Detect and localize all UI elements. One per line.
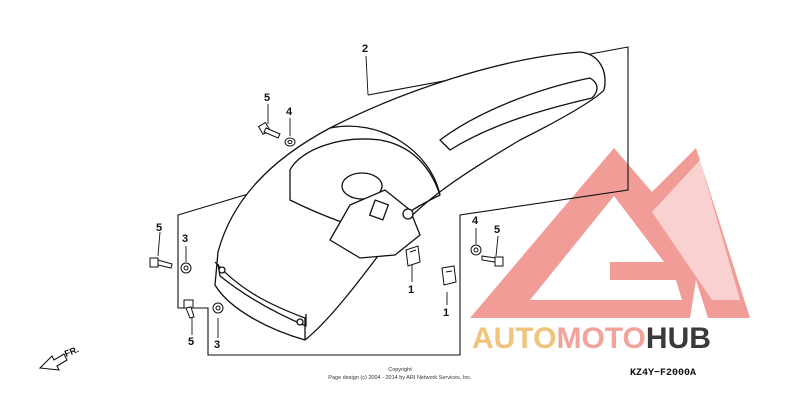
- callout-bolt-left-lower: 5: [188, 336, 194, 348]
- assembly-outline: [177, 46, 629, 356]
- fastener-bolt-left-upper: [149, 257, 173, 269]
- callout-clip-center: 1: [408, 284, 414, 296]
- watermark-wordmark: AUTOMOTOHUB: [472, 322, 711, 355]
- fastener-clip-right: [441, 265, 457, 286]
- callout-bolt-top: 5: [264, 92, 270, 104]
- wordmark-moto: MOTO: [556, 322, 645, 355]
- callout-clip-right: 1: [443, 307, 449, 319]
- fastener-bolt-left-lower: [183, 299, 195, 319]
- callout-washer-right: 4: [472, 215, 479, 227]
- fender-bracket: [329, 189, 421, 259]
- callout-washer-left-lower: 3: [214, 339, 220, 351]
- fender-mount-hole-lower: [296, 318, 304, 326]
- fastener-bolt-top: [257, 121, 281, 139]
- fender-flat-recess: [439, 77, 598, 151]
- copyright-line-1: Copyright: [388, 367, 412, 373]
- fastener-washer-top: [284, 137, 296, 147]
- wordmark-auto: AUTO: [472, 322, 556, 355]
- svg-text:AUTOMOTOHUB: AUTOMOTOHUB: [472, 322, 711, 355]
- fastener-washer-left-upper: [180, 262, 192, 274]
- wordmark-hub: HUB: [646, 322, 711, 355]
- callout-bolt-right: 5: [494, 224, 500, 236]
- fender-bracket-slot: [369, 199, 389, 221]
- fender-mount-hole-left: [218, 266, 226, 274]
- logo-triangle-inner: [530, 196, 682, 300]
- front-direction-arrow: FR.: [38, 344, 80, 371]
- direction-label: FR.: [63, 344, 80, 359]
- logo-triangle-right: [652, 160, 740, 300]
- arrow-icon: [38, 353, 68, 371]
- callout-bolt-left-upper: 5: [156, 222, 162, 234]
- callout-washer-left-upper: 3: [182, 233, 188, 245]
- copyright-line-2: Page design (c) 2004 - 2014 by ARI Netwo…: [328, 375, 472, 381]
- fastener-washer-right: [470, 244, 482, 256]
- callout-washer-top: 4: [286, 106, 293, 118]
- fender-bracket-hole: [402, 208, 414, 220]
- fastener-bolt-right: [481, 255, 504, 267]
- fender-top-ridge: [329, 125, 441, 196]
- watermark-logo: [470, 148, 750, 318]
- fender-opening: [341, 172, 383, 200]
- callout-fender: 2: [362, 43, 368, 55]
- fastener-washer-left-lower: [212, 302, 224, 314]
- diagram-code: KZ4Y−F2000A: [630, 368, 696, 379]
- leader-lines: [157, 55, 499, 338]
- fastener-clip-center: [405, 245, 421, 267]
- rear-fender: [214, 51, 606, 341]
